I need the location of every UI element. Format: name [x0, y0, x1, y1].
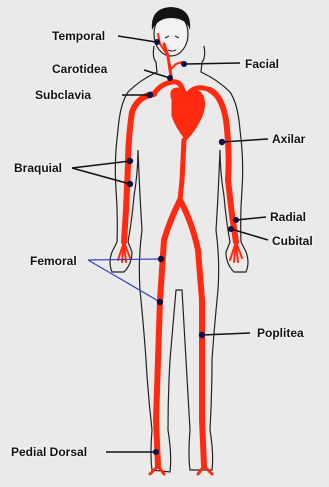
carotidea-point	[167, 75, 173, 81]
label-braquial: Braquial	[14, 161, 62, 175]
pedial-dorsal-point	[153, 449, 159, 455]
label-temporal: Temporal	[52, 29, 105, 43]
label-axilar: Axilar	[272, 132, 305, 146]
femoral-lower-point	[157, 299, 163, 305]
poplitea-point	[199, 332, 205, 338]
axilar-point	[219, 139, 225, 145]
label-femoral: Femoral	[30, 254, 77, 268]
arterial-system	[118, 34, 242, 474]
label-carotidea: Carotidea	[52, 62, 107, 76]
femoral-pointers	[88, 259, 160, 302]
label-cubital: Cubital	[272, 234, 313, 248]
label-subclavia: Subclavia	[35, 88, 91, 102]
label-pedial-dorsal: Pedial Dorsal	[11, 445, 87, 459]
braquial-pointer-lower	[72, 168, 130, 184]
temporal-point	[154, 39, 160, 45]
poplitea-pointer	[202, 333, 250, 335]
subclavia-point	[147, 92, 153, 98]
label-radial: Radial	[270, 210, 306, 224]
pointer-lines	[72, 36, 268, 452]
temporal-pointer	[118, 36, 156, 42]
facial-pointer	[186, 63, 240, 64]
cubital-point	[228, 226, 234, 232]
radial-point	[233, 217, 239, 223]
braquial-upper-point	[127, 158, 133, 164]
braquial-pointer-upper	[72, 161, 130, 168]
braquial-lower-point	[127, 181, 133, 187]
facial-point	[181, 61, 187, 67]
label-facial: Facial	[245, 57, 279, 71]
head	[152, 7, 190, 56]
femoral-upper-point	[158, 256, 164, 262]
label-poplitea: Poplitea	[257, 326, 304, 340]
